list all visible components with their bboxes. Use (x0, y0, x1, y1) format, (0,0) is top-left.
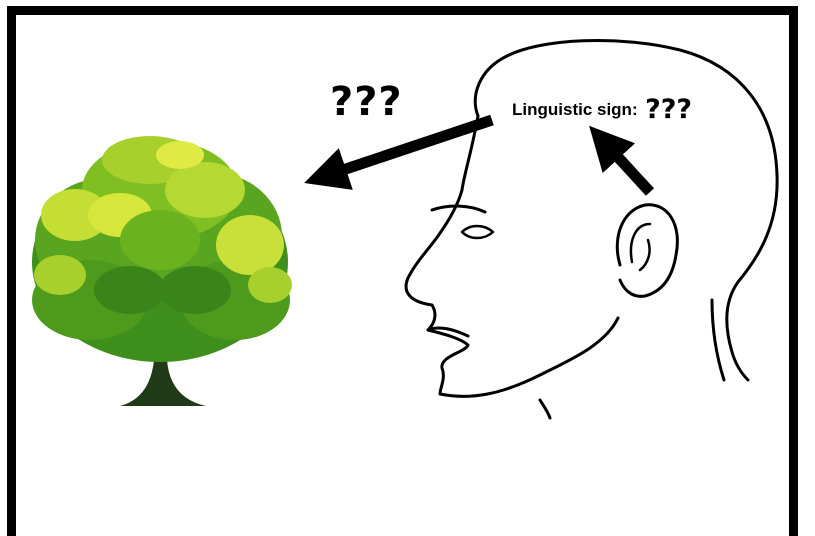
referent-question-marks: ??? (330, 79, 403, 125)
arrow-ear-to-sign (589, 125, 655, 196)
tree-canopy (32, 136, 292, 362)
ear-inner (629, 222, 652, 272)
linguistic-sign-caption: Linguistic sign: ??? (512, 96, 692, 123)
mouth (426, 326, 470, 338)
neck-line (710, 298, 726, 382)
linguistic-sign-label: Linguistic sign: (512, 100, 638, 119)
head-profile-image (404, 38, 779, 420)
tree-image (32, 136, 292, 406)
eyebrow (430, 204, 487, 214)
head-outline (473, 38, 779, 382)
face-profile (404, 114, 620, 398)
linguistic-sign-question-marks: ??? (645, 94, 693, 125)
jaw-line (538, 398, 552, 420)
ear (615, 203, 679, 298)
eye (460, 224, 495, 240)
arrow-sign-to-referent (304, 114, 494, 190)
